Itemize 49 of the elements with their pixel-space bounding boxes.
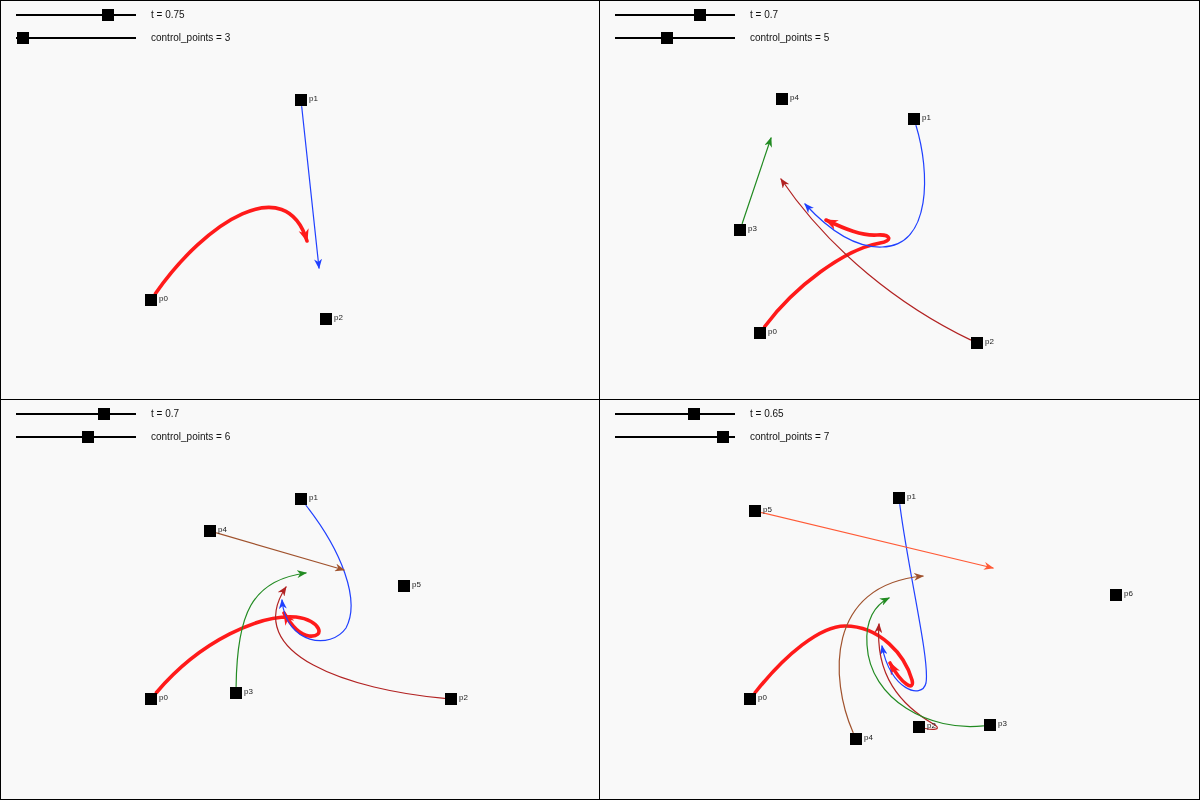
slider-label: control_points = 3 (151, 32, 231, 44)
point-label: p0 (768, 327, 777, 336)
point-label: p4 (218, 525, 227, 534)
arrow (741, 137, 772, 225)
curve-arrow (275, 586, 446, 699)
curve-arrow (874, 623, 938, 730)
curve-arrow (866, 597, 985, 728)
point-label: p2 (927, 721, 936, 730)
point-label: p5 (763, 505, 772, 514)
point-label: p2 (459, 693, 468, 702)
curve-arrow (780, 178, 972, 341)
point-label: p0 (159, 294, 168, 303)
point-label: p2 (334, 313, 343, 322)
point-label: p3 (244, 687, 253, 696)
slider-label: control_points = 6 (151, 431, 231, 443)
arrow (760, 512, 994, 570)
point-label: p4 (864, 733, 873, 742)
curve-arrow (753, 624, 915, 695)
point-label: p6 (1124, 589, 1133, 598)
slider-label: t = 0.65 (750, 408, 784, 420)
point-label: p4 (790, 93, 799, 102)
curve-arrow (804, 124, 926, 248)
arrow (215, 532, 345, 572)
plot-panel (600, 0, 1200, 400)
point-label: p3 (998, 719, 1007, 728)
point-label: p2 (985, 337, 994, 346)
point-label: p0 (758, 693, 767, 702)
curve-arrow (279, 504, 352, 642)
curve-arrow (153, 205, 309, 296)
point-label: p1 (907, 492, 916, 501)
point-label: p1 (309, 493, 318, 502)
slider-label: t = 0.7 (151, 408, 180, 420)
slider-label: control_points = 7 (750, 431, 830, 443)
arrow (301, 105, 322, 269)
curve-arrow (154, 611, 321, 695)
curve-arrow (763, 218, 891, 329)
slider-label: t = 0.7 (750, 9, 779, 21)
slider-label: t = 0.75 (151, 9, 185, 21)
plot-panel (600, 400, 1200, 800)
point-label: p5 (412, 580, 421, 589)
slider-label: control_points = 5 (750, 32, 830, 44)
point-label: p1 (309, 94, 318, 103)
plot-panel (0, 400, 600, 800)
curve-arrow (235, 570, 307, 688)
curve-arrow (838, 573, 924, 734)
curve-arrow (880, 503, 928, 692)
point-label: p1 (922, 113, 931, 122)
point-label: p0 (159, 693, 168, 702)
point-label: p3 (748, 224, 757, 233)
